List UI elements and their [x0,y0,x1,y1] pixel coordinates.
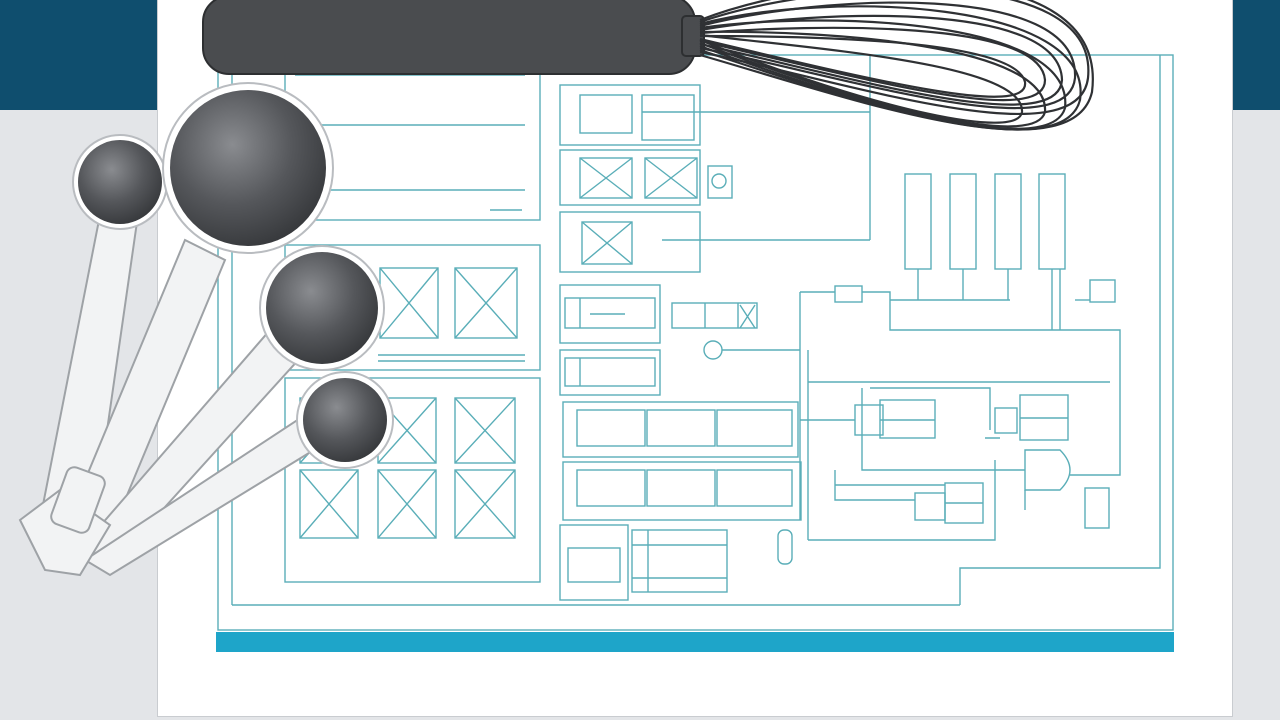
floor-plan-icon [217,54,1174,631]
component [854,404,884,436]
crate [581,221,633,265]
column [1038,173,1066,270]
component [914,492,946,521]
cabinet [646,469,716,507]
spoon-bowl-large [170,90,326,246]
crate [379,267,439,339]
switch [1084,487,1110,529]
cabinet [716,469,793,507]
crate [644,157,698,199]
box [567,547,621,583]
crate [377,469,437,539]
measuring-spoons-icon [18,82,394,577]
cabinet [576,469,646,507]
cabinet [646,409,716,447]
switch [834,285,863,303]
appliance [564,297,656,329]
cabinet [576,409,646,447]
counter-row [562,401,799,458]
room-mid-a [559,84,701,146]
valve [703,340,723,360]
column [949,173,977,270]
component [879,399,936,439]
whisk-icon [202,0,1094,131]
small-fixture [707,165,733,199]
crate [579,157,633,199]
component [1024,449,1071,491]
appliance [564,357,656,387]
room-mid-d [559,284,661,344]
spoon-bowl-medium [266,252,378,364]
spoon-clip [50,466,106,534]
room-bottom-mid [559,524,629,601]
counter-row [562,461,802,521]
box [579,94,633,134]
room-mid-c [559,211,701,273]
room-mid-b [559,149,701,206]
component [994,407,1018,434]
column [994,173,1022,270]
circuit-trace [800,387,1025,471]
box [641,94,695,141]
accent-bar [216,632,1174,652]
whisk-handle [202,0,696,75]
spoon-bowl-small [78,140,162,224]
appliance [671,302,758,329]
crate [454,397,516,464]
spoon-bowl-tiny [303,378,387,462]
crate [454,469,516,539]
room-mid-e [559,349,661,396]
whisk-wires [699,0,1094,131]
appliance-line [739,304,756,329]
circuit-trace [834,470,945,501]
panel [631,529,728,593]
small-fixture [711,173,727,189]
crate [454,267,518,339]
cabinet [716,409,793,447]
crate [299,469,359,539]
circuit-trace [800,291,1121,476]
circuit-trace [808,437,1000,541]
small-fixture [777,529,793,565]
column [904,173,932,270]
plan-right-wall [959,55,1161,605]
room-lower-left [284,377,541,583]
switch [1089,279,1116,303]
